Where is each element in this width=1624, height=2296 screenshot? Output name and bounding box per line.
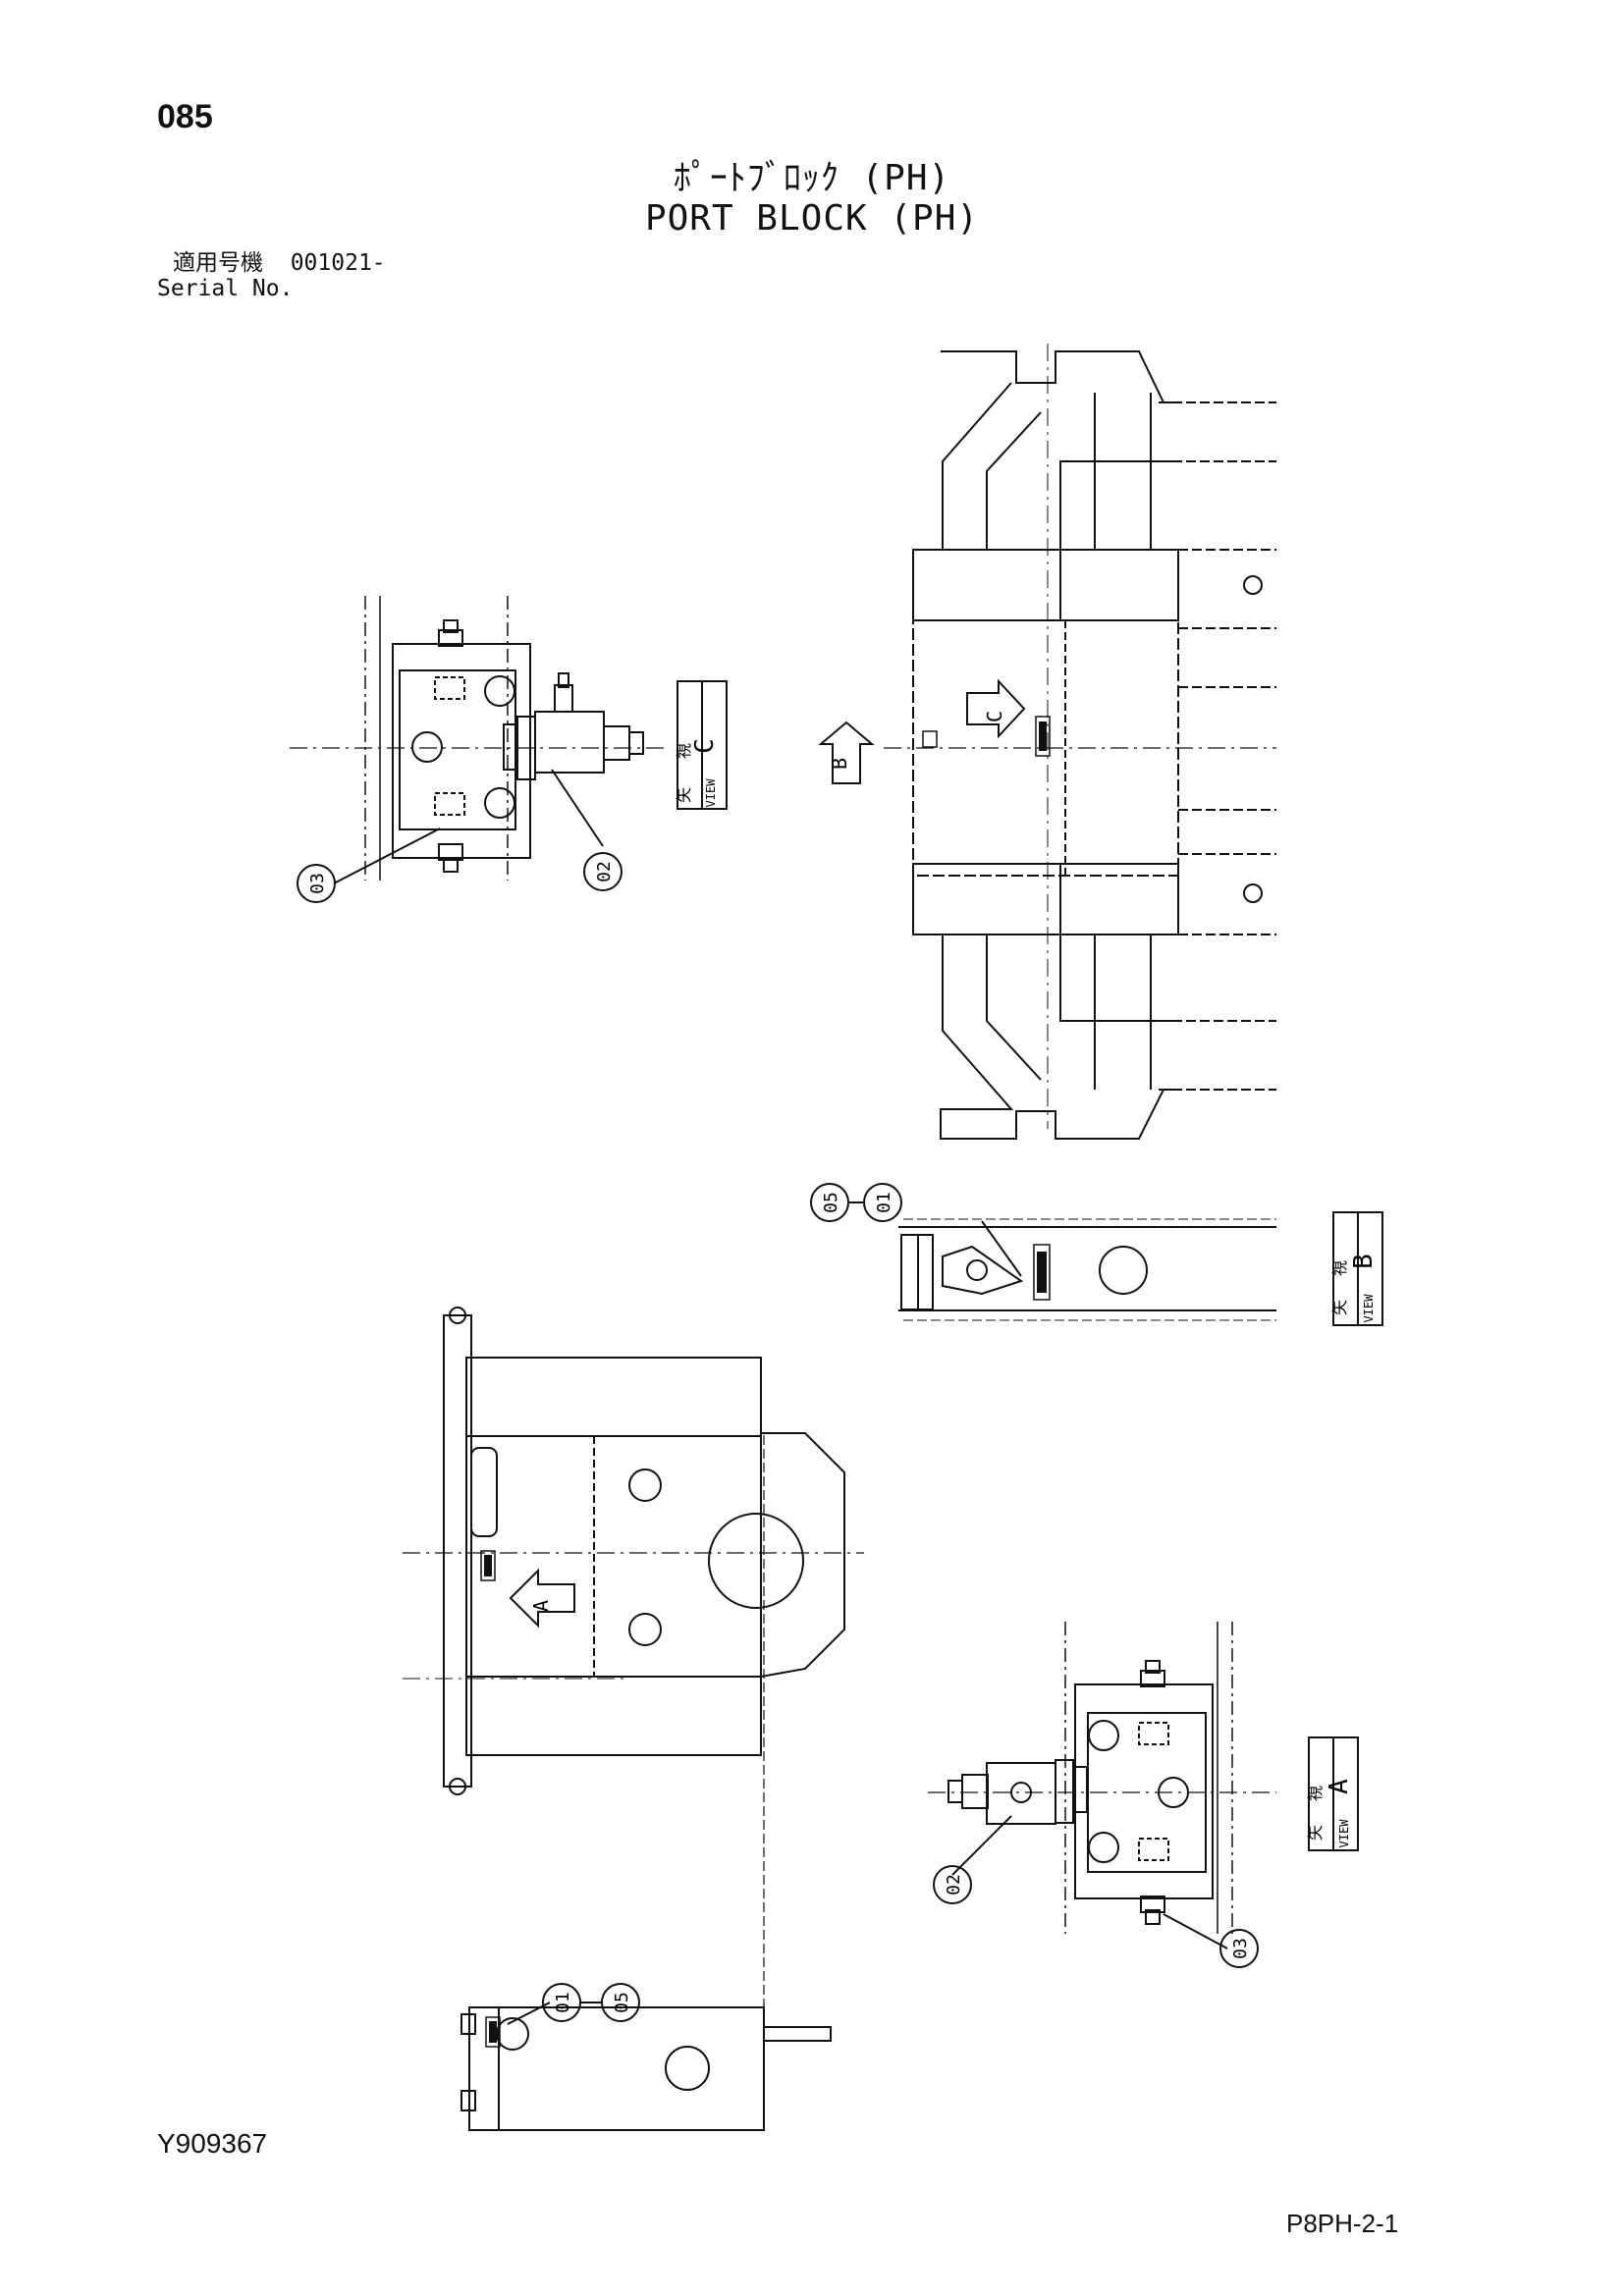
view-a-word: VIEW bbox=[1337, 1819, 1351, 1848]
view-c-word: VIEW bbox=[704, 778, 718, 808]
view-b-kanji-2: 視 bbox=[1330, 1260, 1349, 1276]
callout-a-02-label: 02 bbox=[944, 1874, 964, 1896]
frame-side-view bbox=[403, 1307, 864, 2022]
callout-b-05-label: 05 bbox=[821, 1192, 841, 1213]
view-a-label bbox=[1308, 1736, 1359, 1851]
arrow-c-letter: C bbox=[983, 711, 1006, 722]
serial-number-block: 適用号機 001021- Serial No. bbox=[157, 250, 386, 301]
arrow-c bbox=[966, 678, 1026, 739]
callout-c-03 bbox=[297, 864, 336, 903]
view-c-label bbox=[677, 680, 728, 810]
view-b-label bbox=[1332, 1211, 1383, 1326]
serial-label-japanese: 適用号機 bbox=[173, 250, 263, 276]
arrow-b bbox=[818, 721, 875, 784]
view-b-kanji-1: 矢 bbox=[1330, 1300, 1349, 1315]
view-c-letter: C bbox=[690, 738, 720, 754]
callout-a-03 bbox=[1219, 1929, 1259, 1968]
serial-label: Serial No. bbox=[157, 276, 294, 301]
view-b-letter: B bbox=[1349, 1254, 1379, 1269]
detail-view-b bbox=[898, 1218, 1276, 1321]
page-number: 085 bbox=[157, 98, 213, 135]
arrow-a-letter: A bbox=[529, 1600, 553, 1612]
view-b-word: VIEW bbox=[1362, 1294, 1376, 1323]
arrow-a bbox=[509, 1568, 575, 1629]
callout-c-03-label: 03 bbox=[307, 873, 328, 894]
view-a-kanji-2: 視 bbox=[1306, 1786, 1325, 1801]
callout-c-02 bbox=[583, 852, 623, 891]
detail-view-c bbox=[290, 596, 668, 884]
callout-a-03-label: 03 bbox=[1230, 1938, 1251, 1959]
sheet-reference: P8PH-2-1 bbox=[1286, 2209, 1399, 2238]
callout-a-02 bbox=[933, 1865, 972, 1904]
main-frame-top-view bbox=[884, 344, 1276, 1140]
detail-view-a bbox=[928, 1622, 1276, 1949]
view-c-kanji-1: 矢 bbox=[675, 787, 693, 803]
arrow-b-letter: B bbox=[828, 758, 851, 770]
view-a-letter: A bbox=[1325, 1779, 1354, 1794]
callout-bl-05-label: 05 bbox=[612, 1992, 632, 2013]
serial-value: 001021- bbox=[290, 250, 386, 276]
page-title-japanese: ﾎﾟｰﾄﾌﾞﾛｯｸ (PH) bbox=[673, 158, 951, 198]
view-c-kanji-2: 視 bbox=[675, 743, 693, 759]
view-a-kanji-1: 矢 bbox=[1306, 1825, 1325, 1841]
page-title: PORT BLOCK (PH) bbox=[644, 198, 980, 239]
part-number: Y909367 bbox=[157, 2128, 268, 2159]
detail-bottom-left bbox=[460, 2002, 832, 2131]
callout-b-01-label: 01 bbox=[874, 1192, 894, 1213]
callout-bl-01-label: 01 bbox=[553, 1992, 573, 2013]
callout-c-02-label: 02 bbox=[594, 861, 615, 882]
